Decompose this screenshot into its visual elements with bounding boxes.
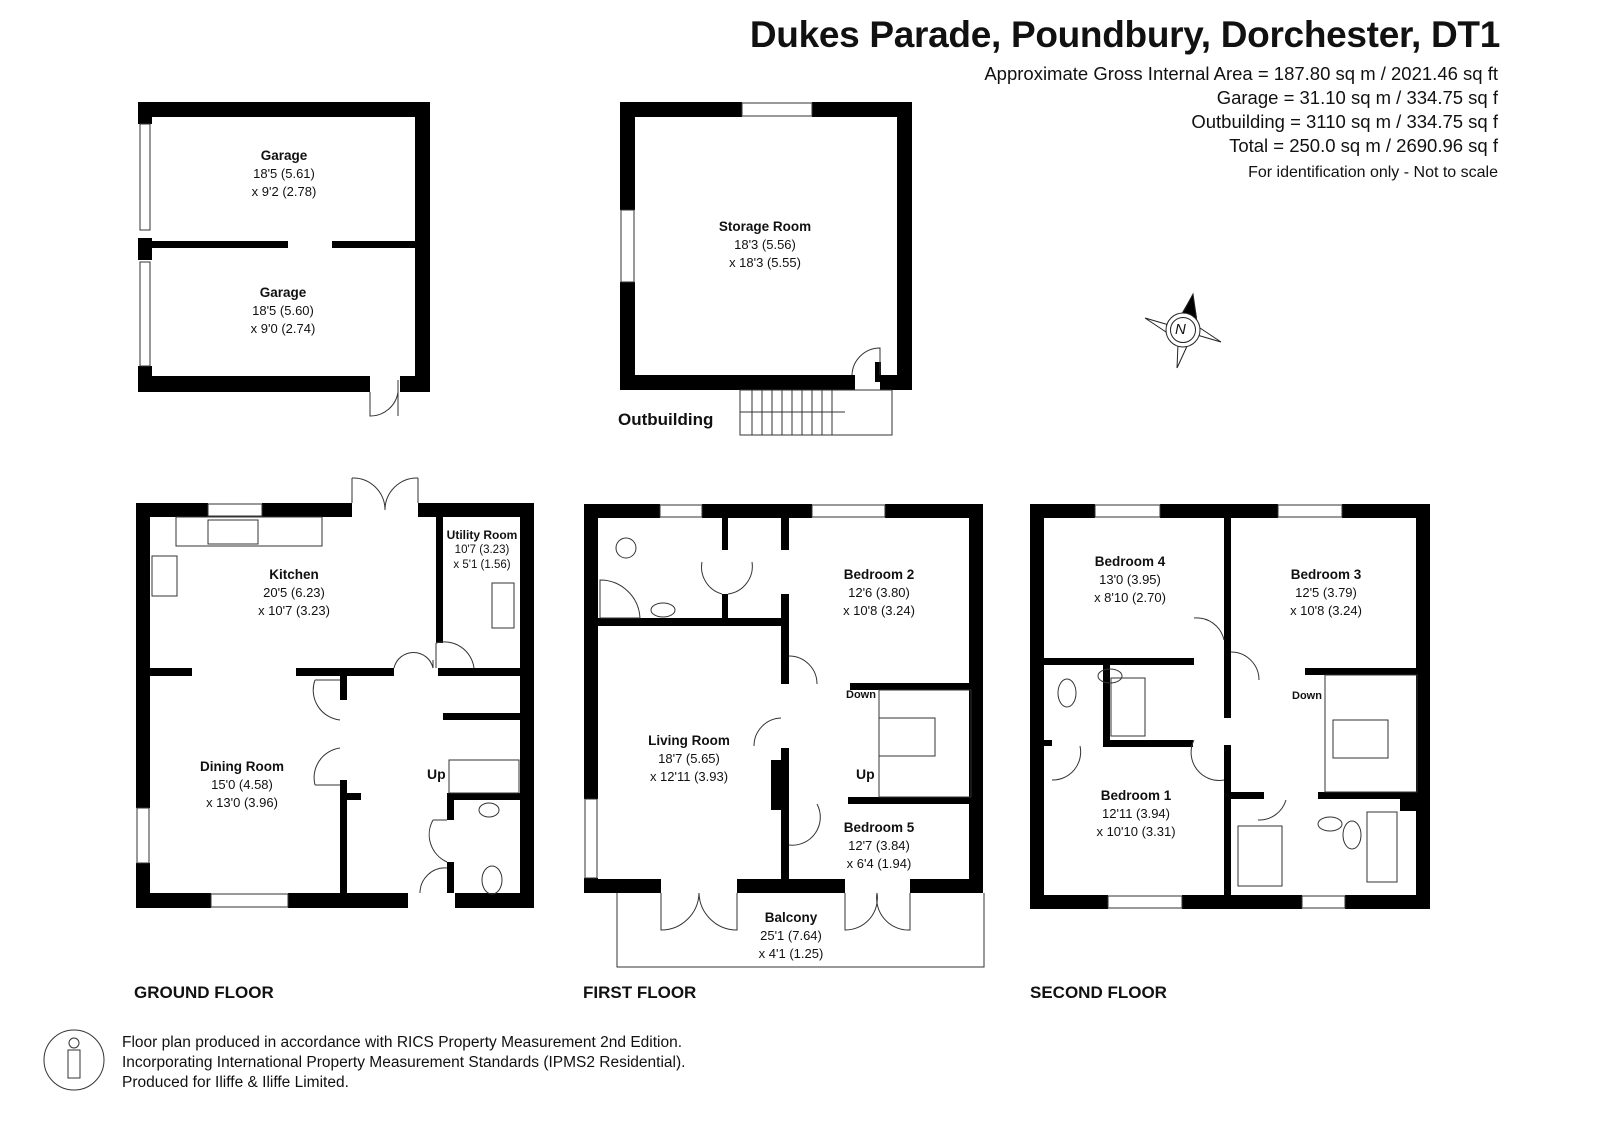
- room-dim: 20'5 (6.23): [263, 585, 325, 600]
- room-name: Bedroom 5: [843, 820, 915, 835]
- second-floor-label: SECOND FLOOR: [1030, 983, 1167, 1002]
- room-dim: x 12'11 (3.93): [649, 769, 729, 784]
- room-name: Bedroom 4: [1094, 554, 1166, 569]
- room-dim: 18'5 (5.60): [252, 303, 314, 318]
- scale-note: For identification only - Not to scale: [1248, 164, 1498, 181]
- room-name: Kitchen: [269, 567, 319, 582]
- room-dim: 12'7 (3.84): [848, 838, 910, 853]
- room-name: Balcony: [764, 910, 818, 925]
- stairs-down-label: Down: [1292, 690, 1322, 702]
- room-name: Utility Room: [446, 528, 518, 542]
- room-bedroom-2: Bedroom 2 12'6 (3.80) x 10'8 (3.24): [843, 566, 915, 620]
- room-dim: x 6'4 (1.94): [846, 856, 912, 871]
- ground-floor-label: GROUND FLOOR: [134, 983, 274, 1002]
- north-compass-icon: [1144, 292, 1222, 369]
- room-dim: 12'11 (3.94): [1101, 806, 1170, 821]
- area-summary: Approximate Gross Internal Area = 187.80…: [984, 62, 1498, 185]
- room-name: Dining Room: [200, 759, 284, 774]
- stairs-up-label: Up: [427, 766, 446, 782]
- room-bedroom-1: Bedroom 1 12'11 (3.94) x 10'10 (3.31): [1096, 787, 1175, 841]
- first-floor-label: FIRST FLOOR: [583, 983, 697, 1002]
- room-dim: x 10'10 (3.31): [1096, 824, 1176, 839]
- room-dim: x 8'10 (2.70): [1094, 590, 1166, 605]
- room-dim: 25'1 (7.64): [760, 928, 822, 943]
- footer-line: Incorporating International Property Mea…: [122, 1054, 686, 1071]
- room-name: Bedroom 2: [843, 567, 915, 582]
- stairs-up-label: Up: [856, 766, 875, 782]
- room-dim: x 5'1 (1.56): [453, 559, 511, 571]
- room-name: Storage Room: [718, 219, 812, 234]
- room-dim: x 10'8 (3.24): [843, 603, 915, 618]
- room-dim: 18'3 (5.56): [734, 237, 796, 252]
- room-living: Living Room 18'7 (5.65) x 12'11 (3.93): [648, 732, 730, 786]
- room-dim: x 13'0 (3.96): [206, 795, 278, 810]
- room-utility: Utility Room 10'7 (3.23) x 5'1 (1.56): [447, 528, 518, 573]
- room-dim: 10'7 (3.23): [454, 544, 510, 556]
- room-dim: x 9'0 (2.74): [250, 321, 316, 336]
- room-name: Garage: [260, 148, 308, 163]
- room-dim: 12'5 (3.79): [1295, 585, 1357, 600]
- room-name: Garage: [259, 285, 307, 300]
- compass-n-label: N: [1175, 321, 1186, 338]
- room-dim: 13'0 (3.95): [1099, 572, 1161, 587]
- room-dim: x 18'3 (5.55): [729, 255, 801, 270]
- total-area: Total = 250.0 sq m / 2690.96 sq f: [1229, 135, 1498, 156]
- garage-area: Garage = 31.10 sq m / 334.75 sq f: [1216, 87, 1498, 108]
- room-kitchen: Kitchen 20'5 (6.23) x 10'7 (3.23): [258, 566, 330, 620]
- room-bedroom-4: Bedroom 4 13'0 (3.95) x 8'10 (2.70): [1094, 553, 1166, 607]
- room-balcony: Balcony 25'1 (7.64) x 4'1 (1.25): [759, 909, 824, 963]
- garage-wall: [138, 102, 430, 117]
- gross-area: Approximate Gross Internal Area = 187.80…: [984, 63, 1498, 84]
- outbuilding-label: Outbuilding: [618, 410, 714, 429]
- room-garage-1: Garage 18'5 (5.61) x 9'2 (2.78): [252, 147, 317, 201]
- room-dim: 18'5 (5.61): [253, 166, 315, 181]
- room-dim: 15'0 (4.58): [211, 777, 273, 792]
- room-dining: Dining Room 15'0 (4.58) x 13'0 (3.96): [200, 758, 284, 812]
- room-dim: x 10'7 (3.23): [258, 603, 330, 618]
- page-title: Dukes Parade, Poundbury, Dorchester, DT1: [749, 14, 1500, 55]
- room-bedroom-3: Bedroom 3 12'5 (3.79) x 10'8 (3.24): [1290, 566, 1362, 620]
- room-name: Bedroom 3: [1290, 567, 1362, 582]
- outbuilding-area: Outbuilding = 3110 sq m / 334.75 sq f: [1191, 111, 1498, 132]
- footer-line: Produced for Iliffe & Iliffe Limited.: [122, 1074, 349, 1091]
- room-garage-2: Garage 18'5 (5.60) x 9'0 (2.74): [251, 284, 316, 338]
- room-storage: Storage Room 18'3 (5.56) x 18'3 (5.55): [719, 218, 811, 272]
- room-name: Bedroom 1: [1100, 788, 1172, 803]
- room-dim: x 10'8 (3.24): [1290, 603, 1362, 618]
- room-name: Living Room: [648, 733, 730, 748]
- room-dim: x 4'1 (1.25): [758, 946, 824, 961]
- room-bedroom-5: Bedroom 5 12'7 (3.84) x 6'4 (1.94): [844, 819, 915, 873]
- room-dim: 18'7 (5.65): [658, 751, 720, 766]
- footer-line: Floor plan produced in accordance with R…: [122, 1034, 683, 1051]
- stairs-down-label: Down: [846, 689, 876, 701]
- footer-notes: Floor plan produced in accordance with R…: [122, 1033, 685, 1093]
- room-dim: 12'6 (3.80): [848, 585, 910, 600]
- room-dim: x 9'2 (2.78): [251, 184, 317, 199]
